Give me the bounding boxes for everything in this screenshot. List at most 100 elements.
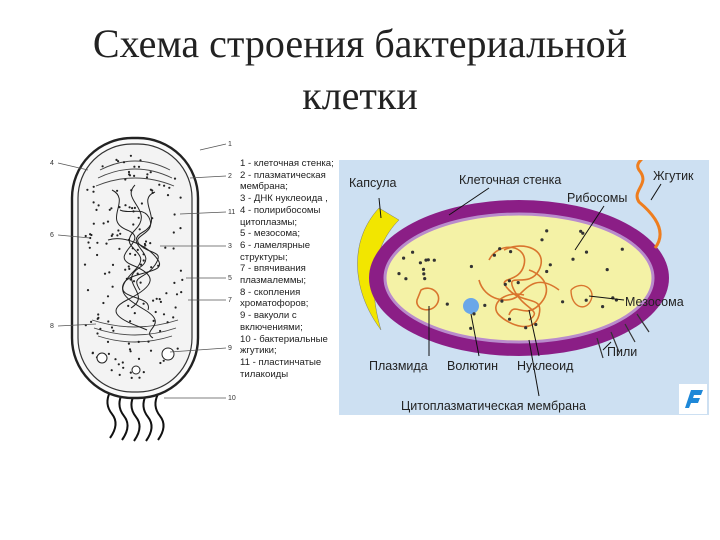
ribosome-dot: [402, 256, 406, 260]
bacterium-colored-diagram: Капсула Клеточная стенка Жгутик Рибосомы…: [339, 160, 709, 415]
mesosome-shape: [570, 284, 593, 308]
ribosome-dot: [138, 228, 141, 231]
legend-item: 6 - ламелярные структуры;: [240, 239, 311, 263]
ribosome-dot: [561, 300, 565, 304]
ribosome-dot: [107, 352, 110, 355]
ribosome-dot: [127, 304, 130, 307]
leader-capsule: [378, 197, 382, 219]
ribosome-dot: [469, 264, 473, 269]
leader-membrane: [528, 339, 540, 397]
ribosome-dot: [106, 295, 110, 298]
ribosome-dot: [157, 264, 160, 267]
nucleoid-dna: [107, 184, 161, 339]
ribosome-dot: [154, 310, 157, 314]
ribosome-dot: [545, 269, 549, 274]
ribosome-dot: [509, 250, 513, 254]
ribosome-dot: [421, 267, 426, 271]
ribosome-dot: [139, 281, 142, 284]
ribosome-dot: [503, 282, 507, 286]
ribosome-dot: [152, 319, 155, 322]
ribosome-dot: [397, 272, 401, 276]
ribosome-dot: [149, 242, 152, 245]
title-line-2: клетки: [302, 73, 418, 118]
ribosome-dot: [143, 242, 146, 246]
ribosome-dot: [140, 202, 143, 205]
ribosome-dot: [432, 258, 436, 262]
ribosome-dot: [145, 176, 149, 179]
ribosome-dot: [117, 363, 120, 366]
ribosome-dot: [131, 247, 134, 250]
ribosome-dot: [134, 253, 137, 256]
ribosome-dot: [155, 297, 158, 300]
ribosome-dot: [133, 206, 136, 209]
ribosome-dot: [139, 263, 143, 266]
ribosome-dot: [127, 265, 130, 268]
volutin: [463, 298, 479, 314]
ribosome-dot: [92, 222, 95, 225]
ribosome-dot: [545, 229, 549, 233]
ribosome-dot: [111, 263, 115, 266]
ribosome-dot: [138, 376, 141, 379]
ribosome-dot: [118, 373, 121, 376]
legend-item: 11 - пластинчатые тилакоиды: [240, 356, 322, 380]
ribosome-dot: [97, 316, 100, 319]
ribosome-dot: [130, 189, 133, 192]
ribosome-dot: [144, 240, 148, 243]
label-membrane: Цитоплазматическая мембрана: [401, 399, 586, 413]
ribosome-dot: [152, 299, 155, 302]
callout-3: 3: [228, 243, 232, 250]
ribosome-dot: [115, 158, 118, 161]
ribosome-dot: [83, 263, 87, 266]
ribosome-dot: [179, 269, 182, 272]
ribosome-dot: [116, 234, 119, 237]
callout-6: 6: [50, 232, 54, 239]
ribosome-dot: [90, 320, 93, 323]
plasmid: [416, 287, 440, 311]
ribosome-dot: [110, 326, 114, 329]
ribosome-dot: [125, 277, 128, 280]
leader-cell-wall: [448, 187, 490, 216]
ribosome-dot: [179, 227, 182, 230]
ribosome-dot: [106, 340, 110, 343]
ribosome-dot: [579, 229, 583, 233]
ribosome-dot: [137, 357, 141, 360]
ribosome-dot: [500, 299, 504, 303]
ribosome-dot: [128, 267, 131, 270]
capsule: [357, 207, 400, 331]
ribosome-dot: [136, 248, 139, 251]
ribosome-dot: [118, 206, 121, 209]
ribosome-dot: [516, 281, 520, 285]
ribosome-dot: [92, 190, 95, 193]
leader-pili: [602, 341, 612, 351]
callout-5: 5: [228, 275, 232, 282]
ribosome-dot: [159, 361, 162, 365]
ribosome-dot: [469, 326, 473, 330]
ribosome-dot: [158, 298, 161, 301]
ribosome-dot: [129, 252, 132, 255]
ribosome-dot: [159, 300, 162, 303]
ribosome-dot: [149, 349, 153, 352]
legend-item: 4 - полирибосомы цитоплазмы;: [240, 204, 321, 228]
ribosome-dot: [97, 313, 100, 316]
ribosome-dot: [507, 279, 511, 283]
callout-11: 11: [228, 209, 235, 216]
ribosome-dot: [130, 376, 133, 379]
ribosome-dot: [133, 312, 136, 315]
ribosome-dot: [124, 204, 127, 207]
ribosome-dot: [534, 322, 538, 327]
callout-line-8: [57, 323, 97, 327]
ribosome-dot: [524, 326, 528, 330]
callout-9: 9: [228, 345, 232, 352]
ribosome-dot: [108, 208, 111, 211]
ribosome-dot: [179, 196, 182, 199]
legend-item: 8 - скопления хроматофоров;: [240, 286, 309, 310]
ribosome-dot: [601, 305, 605, 309]
ribosome-dot: [164, 246, 167, 249]
callout-8: 8: [50, 323, 54, 330]
legend-list: 1 - клеточная стенка; 2 - плазматическая…: [240, 158, 348, 380]
ribosome-dot: [124, 268, 127, 271]
bacterium-schematic: 4 6 8 1 2 11 3 5 7 9 10: [50, 136, 236, 442]
label-capsule: Капсула: [349, 176, 397, 190]
ribosome-dot: [507, 317, 512, 321]
ribosome-dot: [137, 216, 140, 219]
